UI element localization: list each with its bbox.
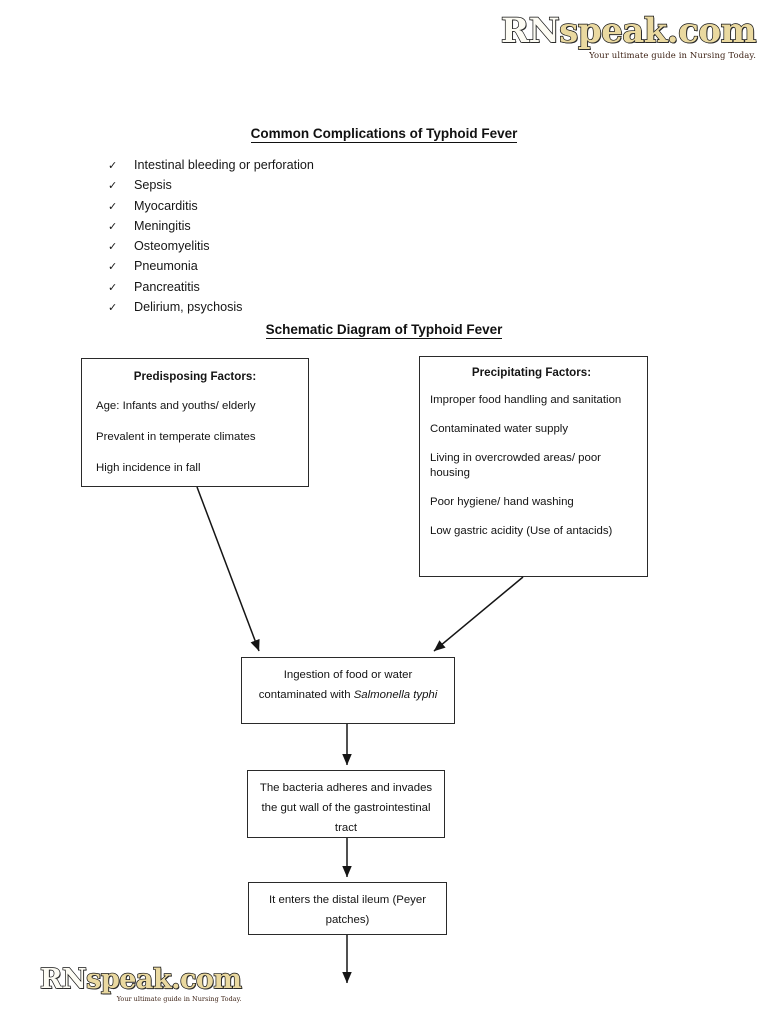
box-line: Poor hygiene/ hand washing (430, 496, 574, 508)
box-text: The bacteria adheres and invades the gut… (259, 782, 433, 834)
rnspeak-logo-header: RNspeak.com Your ultimate guide in Nursi… (500, 11, 757, 61)
list-item: ✓ Delirium, psychosis (108, 298, 314, 318)
box-text-italic-organism: Salmonella typhi (353, 689, 438, 701)
logo-text-speak: speak.com (558, 11, 757, 51)
logo-wordmark: RNspeak.com (500, 11, 757, 51)
logo-wordmark: RNspeak.com (39, 964, 242, 995)
logo-tagline: Your ultimate guide in Nursing Today. (589, 51, 756, 61)
heading-common-complications: Common Complications of Typhoid Fever (0, 126, 768, 143)
box-line: Age: Infants and youths/ elderly (96, 400, 256, 412)
flowchart-box-predisposing-factors: Predisposing Factors: Age: Infants and y… (81, 358, 309, 487)
check-icon: ✓ (108, 241, 118, 254)
logo-tagline: Your ultimate guide in Nursing Today. (116, 995, 242, 1003)
list-item: ✓ Pneumonia (108, 257, 314, 277)
box-line: Contaminated water supply (430, 423, 569, 435)
check-icon: ✓ (108, 160, 118, 172)
check-icon: ✓ (108, 180, 118, 193)
list-item: ✓ Meningitis (108, 217, 314, 237)
check-icon: ✓ (108, 281, 118, 294)
list-item-label: Pneumonia (134, 259, 198, 274)
check-icon: ✓ (108, 261, 118, 274)
box-title: Predisposing Factors: (133, 370, 257, 383)
logo-text-speak: speak.com (85, 964, 242, 995)
list-item-label: Intestinal bleeding or perforation (134, 158, 314, 172)
rnspeak-logo-footer: RNspeak.com Your ultimate guide in Nursi… (39, 964, 242, 1003)
logo-text-rn: RN (39, 964, 87, 995)
box-line: High incidence in fall (96, 462, 201, 474)
box-line: Low gastric acidity (Use of antacids) (430, 525, 613, 537)
list-item: ✓ Pancreatitis (108, 278, 314, 298)
flowchart-box-ingestion: Ingestion of food or water contaminated … (241, 657, 455, 724)
list-item-label: Meningitis (134, 218, 191, 233)
check-icon: ✓ (108, 200, 118, 213)
arrow-predisposing-to-ingestion (196, 486, 260, 652)
check-icon: ✓ (108, 302, 118, 315)
list-item-label: Osteomyelitis (134, 239, 210, 254)
box-line: Living in overcrowded areas/ poor housin… (430, 452, 601, 479)
list-item-label: Myocarditis (134, 198, 198, 213)
box-title: Precipitating Factors: (471, 366, 592, 379)
flowchart-box-bacteria-adheres: The bacteria adheres and invades the gut… (247, 770, 445, 838)
box-line: Prevalent in temperate climates (96, 431, 256, 443)
box-text-plain: Ingestion of food or water contaminated … (258, 669, 413, 701)
box-text: It enters the distal ileum (Peyer patche… (268, 894, 426, 926)
list-item: ✓ Intestinal bleeding or perforation (108, 156, 314, 176)
complications-list: ✓ Intestinal bleeding or perforation ✓ Sep… (108, 156, 314, 318)
box-line: Improper food handling and sanitation (430, 394, 622, 406)
heading-schematic-diagram: Schematic Diagram of Typhoid Fever (0, 322, 768, 339)
list-item-label: Sepsis (134, 178, 172, 193)
flowchart-box-precipitating-factors: Precipitating Factors: Improper food han… (419, 356, 648, 577)
list-item: ✓ Myocarditis (108, 197, 314, 217)
logo-text-rn: RN (500, 11, 560, 51)
check-icon: ✓ (108, 220, 118, 233)
list-item-label: Pancreatitis (134, 279, 200, 294)
flowchart-box-distal-ileum: It enters the distal ileum (Peyer patche… (248, 882, 447, 935)
box-text: Ingestion of food or water contaminated … (250, 665, 446, 705)
arrow-precipitating-to-ingestion (433, 576, 524, 652)
list-item-label: Delirium, psychosis (134, 300, 243, 315)
list-item: ✓ Sepsis (108, 176, 314, 196)
list-item: ✓ Osteomyelitis (108, 237, 314, 257)
heading-schematic-diagram-text: Schematic Diagram of Typhoid Fever (265, 322, 503, 339)
heading-common-complications-text: Common Complications of Typhoid Fever (250, 126, 518, 143)
